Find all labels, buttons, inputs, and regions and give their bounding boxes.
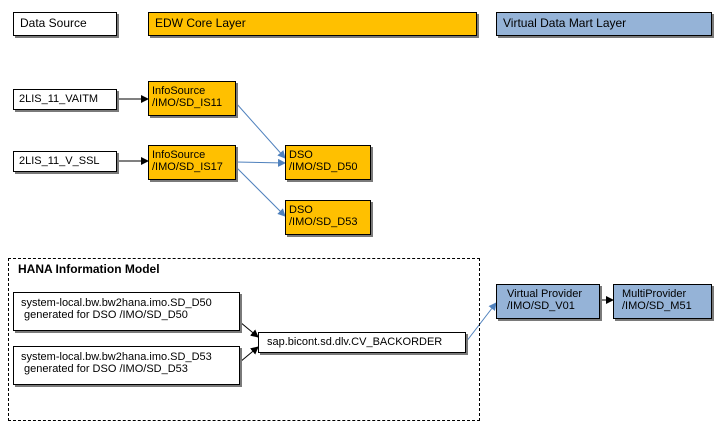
arrow-is17-to-d53	[235, 166, 286, 217]
header-edw-core-layer: EDW Core Layer	[148, 12, 477, 36]
dso-type-label: DSO	[289, 149, 313, 161]
arrow-calc-to-virtual	[465, 302, 497, 343]
hana-view-desc-label: generated for DSO /IMO/SD_D53	[21, 363, 188, 375]
header-data-source: Data Source	[13, 12, 117, 36]
infosource-name-label: /IMO/SD_IS17	[152, 161, 223, 173]
hana-view-name-label: system-local.bw.bw2hana.imo.SD_D53	[21, 351, 212, 363]
provider-name-label: /IMO/SD_M51	[622, 300, 692, 312]
calc-view-label: sap.bicont.sd.dlv.CV_BACKORDER	[267, 336, 443, 348]
source-label: 2LIS_11_VAITM	[19, 93, 99, 105]
hana-information-model-title: HANA Information Model	[18, 262, 160, 276]
arrow-is17-to-d50	[235, 158, 286, 167]
dso-d50[interactable]: DSO /IMO/SD_D50	[285, 145, 371, 180]
provider-type-label: Virtual Provider	[507, 288, 582, 300]
dso-type-label: DSO	[289, 204, 313, 216]
hana-view-name-label: system-local.bw.bw2hana.imo.SD_D50	[21, 297, 212, 309]
source-label: 2LIS_11_V_SSL	[19, 155, 100, 167]
header-virtual-data-mart-layer: Virtual Data Mart Layer	[496, 12, 712, 36]
hana-view-sd-d53[interactable]: system-local.bw.bw2hana.imo.SD_D53 gener…	[13, 346, 240, 385]
infosource-type-label: InfoSource	[152, 85, 206, 97]
source-2lis-11-vaitm[interactable]: 2LIS_11_VAITM	[13, 89, 117, 110]
hana-view-desc-label: generated for DSO /IMO/SD_D50	[21, 309, 188, 321]
dso-name-label: /IMO/SD_D53	[289, 216, 358, 228]
arrow-view-d50-to-calc	[239, 321, 259, 338]
source-2lis-11-v-ssl[interactable]: 2LIS_11_V_SSL	[13, 151, 117, 172]
virtual-provider-v01[interactable]: Virtual Provider /IMO/SD_V01	[496, 284, 600, 319]
calc-view-cv-backorder[interactable]: sap.bicont.sd.dlv.CV_BACKORDER	[258, 332, 466, 353]
infosource-name-label: /IMO/SD_IS11	[152, 97, 223, 109]
infosource-is17[interactable]: InfoSource /IMO/SD_IS17	[148, 145, 236, 180]
dso-d53[interactable]: DSO /IMO/SD_D53	[285, 200, 371, 235]
provider-type-label: MultiProvider	[622, 288, 687, 300]
dso-name-label: /IMO/SD_D50	[289, 161, 358, 173]
infosource-type-label: InfoSource	[152, 149, 206, 161]
arrow-view-d53-to-calc	[239, 346, 259, 363]
multiprovider-m51[interactable]: MultiProvider /IMO/SD_M51	[613, 284, 712, 319]
hana-view-sd-d50[interactable]: system-local.bw.bw2hana.imo.SD_D50 gener…	[13, 292, 240, 331]
infosource-is11[interactable]: InfoSource /IMO/SD_IS11	[148, 81, 236, 116]
provider-name-label: /IMO/SD_V01	[507, 300, 575, 312]
arrow-is11-to-d50	[235, 102, 286, 159]
hana-information-model-frame	[8, 258, 480, 421]
